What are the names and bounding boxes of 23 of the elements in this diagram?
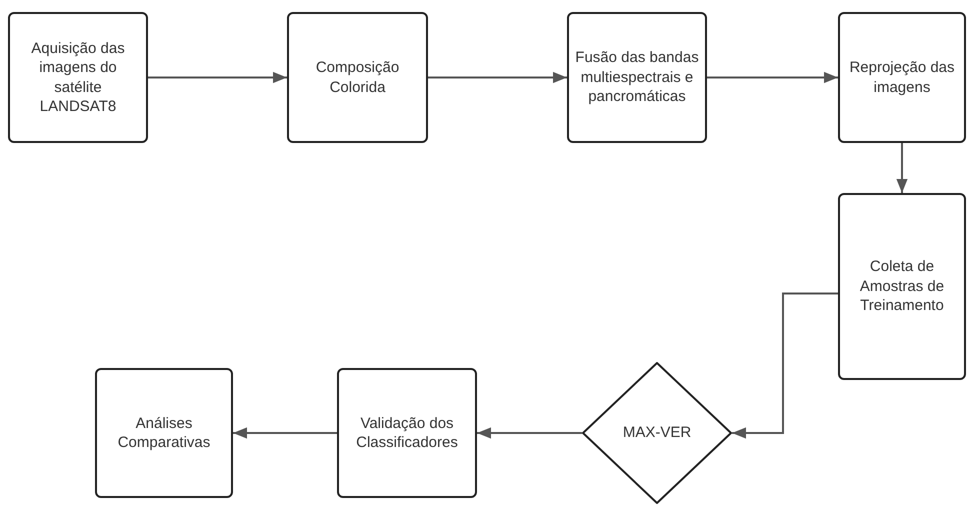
arrow [148,72,287,84]
node-label: Reprojeção das imagens [848,58,956,97]
process-box [838,12,966,143]
node-label: MAX-VER [622,423,692,443]
process-box [337,368,477,498]
decision-diamond [582,362,732,504]
node-label: Coleta de Amostras de Treinamento [858,257,946,316]
arrow [707,72,838,84]
arrow [428,72,567,84]
node-label: Validação dos Classificadores [355,414,459,452]
process-box [8,12,148,143]
node-label: Fusão das bandas multiespectrais e pancromáticas [574,48,700,107]
arrow [896,143,908,193]
arrow [732,292,838,439]
arrow [233,427,337,439]
process-box [95,368,233,498]
node-label: Análises Comparativas [116,414,212,452]
node-label: Composição Colorida [314,58,400,97]
arrow [477,427,582,439]
process-box [287,12,428,143]
node-label: Aquisição das imagens do satélite LANDSAT8 [30,38,126,116]
process-box [838,193,966,380]
process-box [567,12,707,143]
